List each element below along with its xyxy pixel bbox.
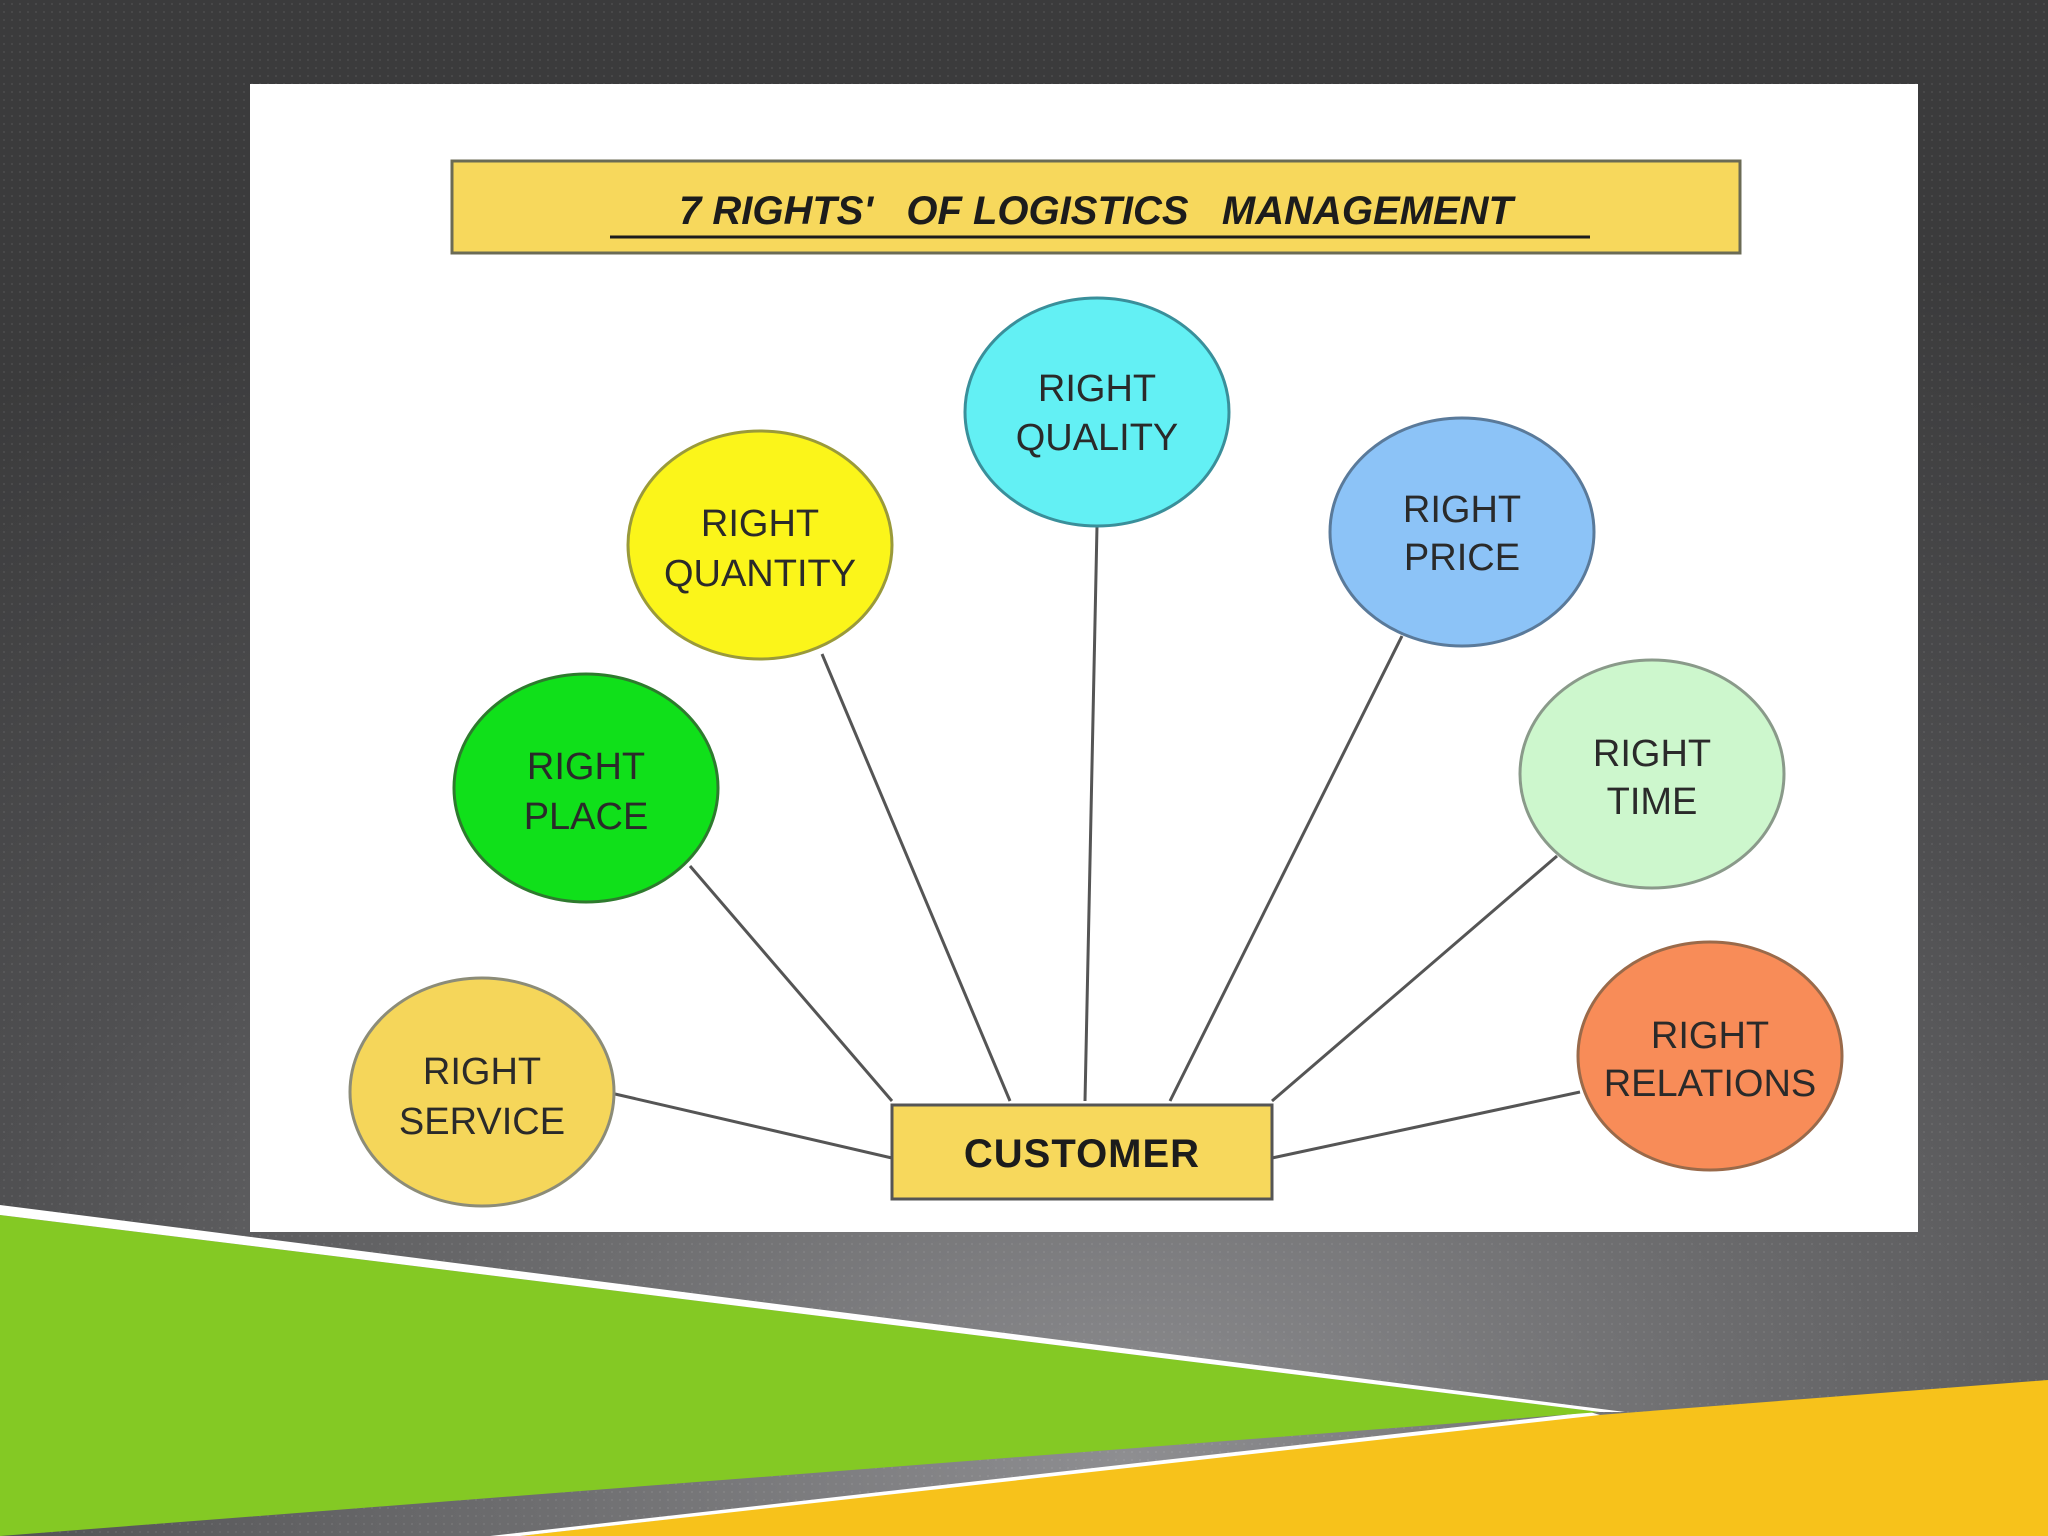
- diagram-title: 7 RIGHTS' OF LOGISTICS MANAGEMENT: [679, 189, 1517, 233]
- node-label-line1: RIGHT: [527, 746, 645, 788]
- node-label-line1: RIGHT: [1403, 489, 1521, 531]
- node-circle: [1328, 416, 1596, 648]
- node-label-line1: RIGHT: [423, 1051, 541, 1093]
- line-time: [1271, 854, 1558, 1103]
- node-circle: [1576, 940, 1844, 1172]
- node-right-quantity: RIGHT QUANTITY: [626, 429, 894, 661]
- node-circle: [963, 296, 1231, 528]
- node-label-line2: RELATIONS: [1604, 1063, 1817, 1105]
- node-label-line1: RIGHT: [1038, 368, 1156, 410]
- line-relations: [1271, 1090, 1581, 1160]
- white-stripe-lower: [490, 1412, 1600, 1536]
- node-label-line1: RIGHT: [1593, 733, 1711, 775]
- node-right-relations: RIGHT RELATIONS: [1576, 940, 1844, 1172]
- line-place: [688, 865, 894, 1102]
- line-price: [1168, 635, 1404, 1102]
- line-service: [614, 1092, 893, 1160]
- node-right-place: RIGHT PLACE: [452, 672, 720, 904]
- node-circle: [348, 976, 616, 1208]
- node-label-line2: QUALITY: [1016, 417, 1179, 459]
- white-stripe-upper: [0, 1205, 1625, 1412]
- node-circle: [626, 429, 894, 661]
- node-circle: [452, 672, 720, 904]
- line-quality: [1083, 525, 1099, 1102]
- customer-label: CUSTOMER: [964, 1132, 1200, 1176]
- line-quantity: [820, 653, 1012, 1102]
- node-label-line2: QUANTITY: [664, 553, 856, 595]
- connector-lines: [614, 525, 1581, 1160]
- node-circle: [1518, 658, 1786, 890]
- node-right-quality: RIGHT QUALITY: [963, 296, 1231, 528]
- title-bar: 7 RIGHTS' OF LOGISTICS MANAGEMENT: [450, 159, 1742, 255]
- diagram-canvas: 7 RIGHTS' OF LOGISTICS MANAGEMENT RIGHT …: [348, 159, 1844, 1208]
- node-label-line2: SERVICE: [399, 1101, 565, 1143]
- logistics-diagram-image: 7 RIGHTS' OF LOGISTICS MANAGEMENT RIGHT …: [250, 84, 1918, 1232]
- green-band: [0, 1215, 1600, 1536]
- node-right-service: RIGHT SERVICE: [348, 976, 616, 1208]
- node-label-line2: PLACE: [524, 796, 649, 838]
- node-label-line1: RIGHT: [1651, 1015, 1769, 1057]
- node-label-line2: PRICE: [1404, 537, 1520, 579]
- customer-hub: CUSTOMER: [890, 1103, 1274, 1201]
- node-label-line2: TIME: [1607, 781, 1698, 823]
- node-right-price: RIGHT PRICE: [1328, 416, 1596, 648]
- node-label-line1: RIGHT: [701, 503, 819, 545]
- yellow-band: [0, 1380, 2048, 1536]
- node-right-time: RIGHT TIME: [1518, 658, 1786, 890]
